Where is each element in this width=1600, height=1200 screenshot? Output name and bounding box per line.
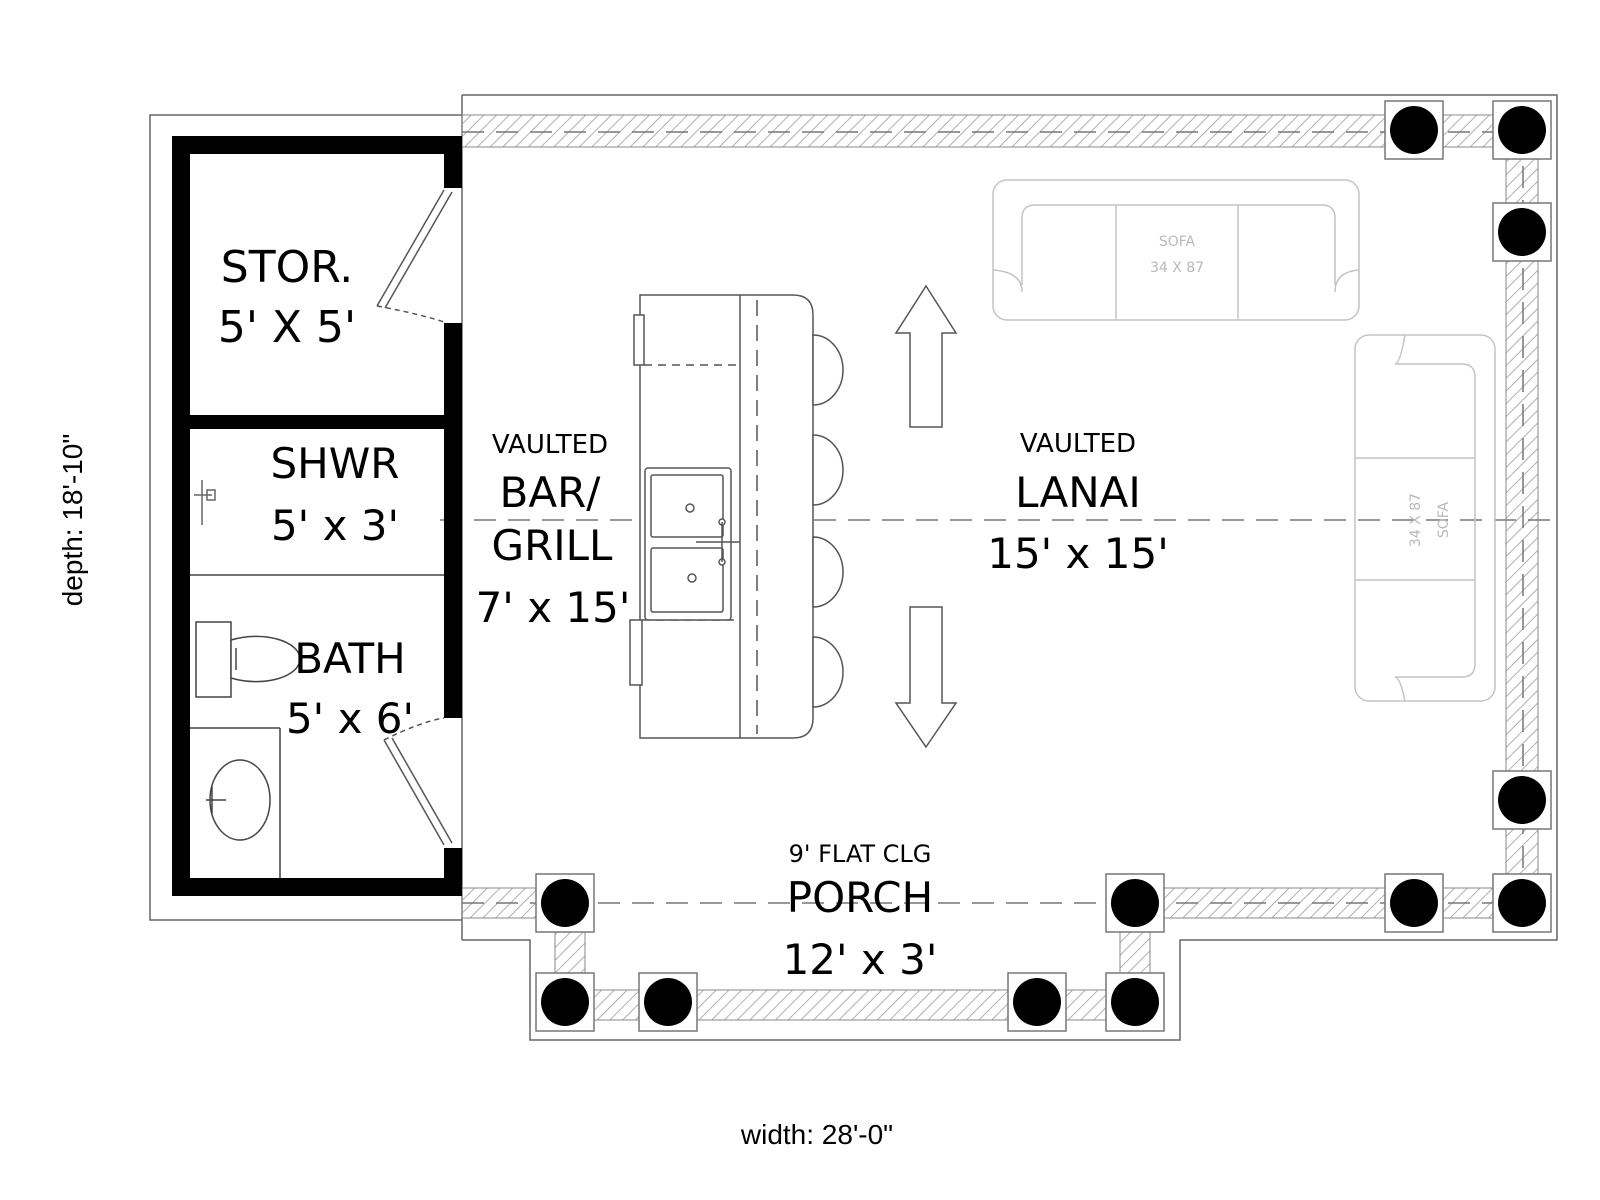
sofa-top — [992, 179, 1360, 321]
column-post — [1007, 972, 1067, 1032]
column-post — [1492, 100, 1552, 160]
bath-room-name: BATH — [294, 634, 406, 683]
bar-room-size: 7' x 15' — [476, 583, 631, 632]
width-dimension-label: width: 28'-0" — [740, 1119, 893, 1150]
beam-top — [461, 114, 1543, 148]
column-post — [1492, 873, 1552, 933]
bar-stools — [812, 334, 844, 708]
bar-room-name-1: BAR/ — [500, 468, 602, 517]
doors — [376, 189, 453, 846]
bar-stool — [812, 636, 844, 708]
porch-ceiling-note: 9' FLAT CLG — [789, 840, 932, 868]
bar-stool — [812, 434, 844, 506]
beam-bottom-right — [1144, 887, 1541, 919]
toilet-icon — [195, 621, 301, 698]
depth-dimension-label: depth: 18'-10" — [57, 434, 88, 607]
sofa-right-label: SOFA — [1436, 501, 1452, 538]
column-post — [535, 873, 595, 933]
lanai-room-size: 15' x 15' — [987, 529, 1169, 578]
shower-fixture — [194, 480, 216, 525]
sofa-top-size: 34 X 87 — [1150, 260, 1204, 276]
porch-room-size: 12' x 3' — [783, 935, 938, 984]
bar-sink-icon — [644, 467, 740, 621]
arrow-down-icon — [894, 606, 958, 749]
bath-door — [383, 717, 453, 846]
sofa-right — [1354, 334, 1496, 702]
column-post — [535, 972, 595, 1032]
shower-room-name: SHWR — [271, 439, 400, 488]
porch-room-name: PORCH — [787, 873, 933, 922]
column-post — [1492, 770, 1552, 830]
bar-ceiling-note: VAULTED — [492, 430, 608, 460]
column-post — [1492, 202, 1552, 262]
bar-stool — [812, 334, 844, 406]
vault-arrows — [894, 284, 958, 749]
shower-room-size: 5' x 3' — [271, 501, 399, 550]
sofa-right-size: 34 X 87 — [1408, 493, 1424, 547]
lanai-room-name: LANAI — [1015, 468, 1141, 517]
column-post — [1384, 873, 1444, 933]
column-post — [1105, 972, 1165, 1032]
column-post — [638, 972, 698, 1032]
storage-room-size: 5' X 5' — [218, 302, 356, 353]
storage-room-name: STOR. — [221, 242, 353, 293]
bath-room-size: 5' x 6' — [286, 694, 414, 743]
utility-walls — [172, 136, 462, 896]
lanai-ceiling-note: VAULTED — [1020, 429, 1136, 459]
storage-door — [376, 189, 453, 323]
reference-lines — [440, 131, 1560, 904]
column-post — [1384, 100, 1444, 160]
interior-lines — [190, 574, 444, 878]
bar-stool — [812, 536, 844, 608]
arrow-up-icon — [894, 284, 958, 428]
bar-island — [629, 294, 814, 739]
sofa-top-label: SOFA — [1159, 234, 1196, 250]
column-post — [1105, 873, 1165, 933]
columns — [535, 100, 1552, 1032]
bar-room-name-2: GRILL — [492, 521, 614, 570]
sink-icon — [206, 759, 271, 841]
